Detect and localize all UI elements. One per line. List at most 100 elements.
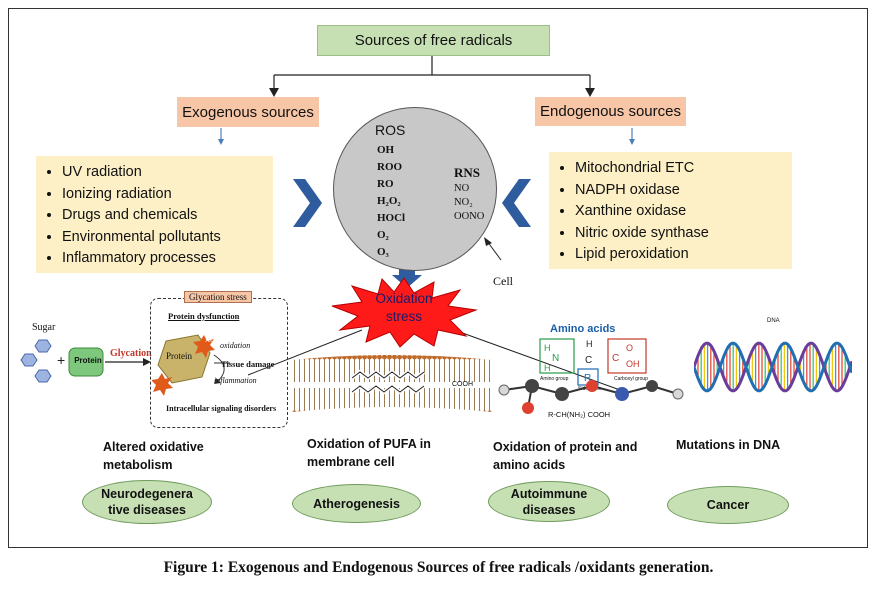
endogenous-heading: Endogenous sources (535, 97, 686, 126)
exogenous-item: UV radiation (62, 162, 265, 184)
rns-heading: RNS (454, 165, 481, 180)
figure-frame (8, 8, 868, 548)
signaling-label: Intracellular signaling disorders (166, 404, 277, 413)
effect-line: Oxidation of protein and (493, 440, 638, 454)
effect-line: Oxidation of PUFA in (307, 437, 431, 451)
endogenous-item: Lipid peroxidation (575, 244, 784, 266)
age-star-icon (193, 335, 215, 358)
protein-label: Protein (166, 351, 192, 361)
svg-text:C: C (612, 353, 619, 364)
protein-box-label: Protein (74, 356, 102, 365)
effect-line: Mutations in DNA (676, 438, 781, 452)
disease-cancer: Cancer (667, 486, 789, 524)
ros-species: H₂O₂ (377, 195, 401, 207)
disease-atherogenesis: Atherogenesis (292, 484, 421, 523)
title-text: Sources of free radicals (354, 32, 513, 49)
sugar-hexagon-icon (34, 369, 52, 383)
effect-label-oxidative-metabolism: Altered oxidative metabolism (103, 438, 204, 474)
endogenous-item: NADPH oxidase (575, 180, 784, 202)
cell-label: Cell (493, 274, 513, 288)
oxidation-stress-line1: Oxidation (375, 291, 433, 306)
age-label: AGEs (205, 336, 223, 344)
dna-helix-graphic (694, 341, 852, 393)
exogenous-heading-text: Exogenous sources (182, 103, 314, 121)
inflammation-label: inflammation (214, 376, 257, 385)
membrane-bilayer-graphic (292, 355, 492, 412)
protein-glycation-graphic (152, 334, 230, 396)
sugar-hexagon-icon (20, 353, 38, 367)
svg-text:+: + (57, 352, 65, 368)
amino-acid-structure: H N H H C R C O OH (539, 338, 647, 386)
effect-line: Altered oxidative (103, 440, 204, 454)
disease-line: Autoimmune (510, 486, 588, 501)
disease-line: Atherogenesis (313, 496, 400, 511)
disease-neurodegenerative: Neurodegenera tive diseases (82, 480, 212, 524)
oxidation-label: oxidation (220, 341, 251, 350)
age-star-icon (152, 373, 173, 396)
ros-heading: ROS (375, 122, 406, 138)
svg-text:C: C (585, 355, 592, 366)
svg-text:O: O (626, 343, 633, 353)
endogenous-heading-text: Endogenous sources (540, 103, 681, 120)
glycation-stress-title: Glycation stress (184, 291, 252, 303)
ros-species: ROO (377, 161, 403, 173)
oxidation-stress-line2: stress (385, 309, 422, 324)
cooh-label: COOH (452, 381, 473, 388)
ros-species: HOCl (377, 212, 406, 224)
exogenous-item: Inflammatory processes (62, 248, 265, 270)
disease-autoimmune: Autoimmune diseases (488, 481, 610, 522)
glycation-label: Glycation (110, 348, 152, 359)
tissue-damage-label: Tissue damage (221, 359, 275, 369)
left-chevron-icon (293, 179, 322, 227)
exogenous-list: UV radiation Ionizing radiation Drugs an… (36, 156, 273, 273)
ros-species-list: OH ROO RO H₂O₂ HOCl O₂ O₃ (377, 142, 405, 261)
svg-text:H: H (544, 363, 551, 373)
endogenous-item: Nitric oxide synthase (575, 223, 784, 245)
svg-text:R: R (584, 373, 591, 384)
effect-line: metabolism (103, 458, 173, 472)
dna-label: DNA (767, 318, 780, 324)
oxidation-stress-label: Oxidation stress (354, 290, 454, 326)
svg-text:H: H (544, 343, 551, 353)
effect-label-pufa: Oxidation of PUFA in membrane cell (307, 435, 431, 471)
oxidation-stress-star (331, 277, 478, 348)
svg-text:N: N (552, 353, 559, 364)
sugar-hexagon-icon (34, 339, 52, 353)
rns-species-list: NO NO₂ OONO (454, 182, 484, 224)
ros-species: RO (377, 178, 394, 190)
amino-acids-title: Amino acids (550, 323, 616, 335)
disease-line: Cancer (706, 498, 750, 512)
protein-dysfunction-label: Protein dysfunction (168, 311, 240, 321)
exogenous-heading: Exogenous sources (177, 97, 319, 127)
endogenous-item: Mitochondrial ETC (575, 158, 784, 180)
exogenous-item: Ionizing radiation (62, 184, 265, 206)
svg-text:OH: OH (626, 359, 640, 369)
figure-caption: Figure 1: Exogenous and Endogenous Sourc… (163, 559, 714, 576)
ros-species: OH (377, 144, 395, 156)
rns-species: NO (454, 183, 470, 194)
effect-line: membrane cell (307, 455, 395, 469)
molecule-ball-graphic (498, 379, 684, 414)
carboxyl-group-label: Carboxyl group (614, 376, 648, 382)
sugar-label: Sugar (32, 322, 56, 333)
amino-formula: R-CH(NH₂) COOH (548, 410, 611, 419)
exogenous-item: Environmental pollutants (62, 227, 265, 249)
sugar-protein-illustration: + (20, 339, 151, 383)
rns-species: OONO (454, 211, 485, 222)
cell-circle (333, 107, 497, 271)
ros-species: O₃ (377, 246, 389, 258)
svg-text:H: H (586, 339, 593, 349)
title-box: Sources of free radicals (317, 25, 550, 56)
ros-species: O₂ (377, 229, 389, 241)
disease-line: Neurodegenera (101, 487, 193, 501)
amino-group-label: Amino group (540, 376, 569, 382)
effect-label-dna: Mutations in DNA (676, 436, 780, 454)
exogenous-item: Drugs and chemicals (62, 205, 265, 227)
effect-line: amino acids (493, 458, 566, 472)
down-arrow-icon (392, 266, 422, 288)
effect-label-protein: Oxidation of protein and amino acids (493, 438, 637, 474)
endogenous-item: Xanthine oxidase (575, 201, 784, 223)
endogenous-list: Mitochondrial ETC NADPH oxidase Xanthine… (549, 152, 792, 269)
disease-line: tive diseases (108, 503, 186, 517)
